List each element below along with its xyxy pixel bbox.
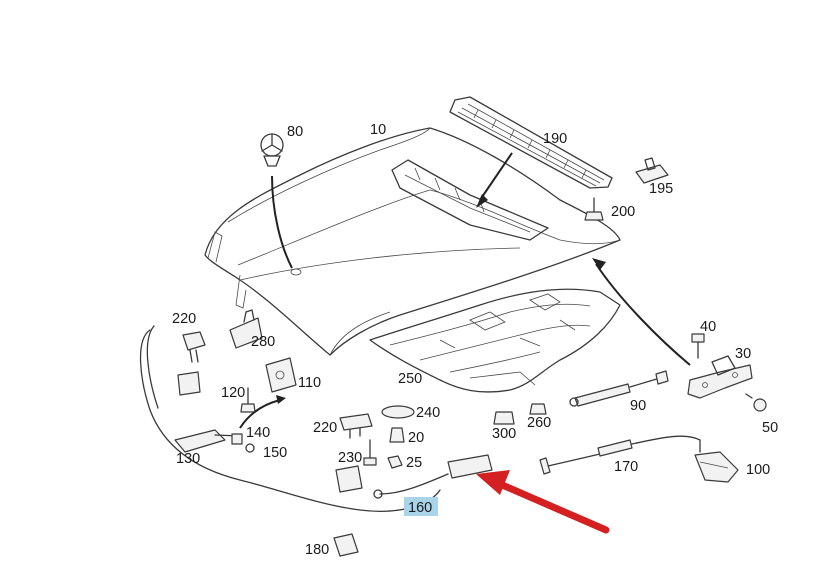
- label-120: 120: [221, 385, 245, 401]
- highlight-box: [404, 497, 438, 516]
- label-230: 230: [338, 450, 362, 466]
- label-180: 180: [305, 542, 329, 558]
- cable-clip: [231, 433, 243, 445]
- clip-part: [635, 157, 669, 184]
- grille-vent: [449, 96, 613, 189]
- label-40: 40: [700, 319, 716, 335]
- label-240: 240: [416, 405, 440, 421]
- latch-180: [333, 533, 359, 557]
- bowden-cable: [139, 325, 441, 512]
- label-250: 250: [398, 371, 422, 387]
- label-130: 130: [176, 451, 200, 467]
- latch-lock-230-assembly: [335, 465, 363, 493]
- rubber-buffer-240: [381, 405, 415, 419]
- catch-220: [339, 413, 373, 439]
- label-280: 280: [251, 334, 275, 350]
- label-50: 50: [762, 420, 778, 436]
- red-pointer-arrow: [476, 470, 610, 534]
- clip-260: [529, 403, 547, 415]
- label-140: 140: [246, 425, 270, 441]
- hood-hinge: [687, 355, 753, 399]
- label-80: 80: [287, 124, 303, 140]
- label-300: 300: [492, 426, 516, 442]
- bracket-280: [229, 309, 263, 349]
- pin-230: [363, 439, 377, 466]
- label-195: 195: [649, 181, 673, 197]
- latch-bracket-left: [182, 331, 206, 363]
- nut-25: [387, 455, 403, 469]
- leader-arrowhead-grille: [476, 194, 488, 208]
- label-170: 170: [614, 459, 638, 475]
- label-150: 150: [263, 445, 287, 461]
- hood-insulation-mat: [369, 288, 621, 393]
- leader-arrow-grille: [479, 152, 513, 201]
- hinge-bolt: [691, 333, 705, 359]
- bolt-120: [240, 387, 256, 413]
- label-30: 30: [735, 346, 751, 362]
- leader-arrow-lock: [239, 399, 281, 429]
- hood-panel: [204, 127, 621, 356]
- label-90: 90: [630, 398, 646, 414]
- label-190: 190: [543, 131, 567, 147]
- leader-arrowhead-hinge: [592, 258, 606, 270]
- latch-180-small: [177, 371, 201, 396]
- clip-300: [493, 411, 515, 425]
- cable-bushing: [245, 443, 255, 453]
- buffer-20: [389, 427, 405, 443]
- label-220-center: 220: [313, 420, 337, 436]
- gas-strut: [569, 370, 669, 407]
- label-100: 100: [746, 462, 770, 478]
- leader-arrow-hinge: [595, 263, 691, 366]
- label-220-left: 220: [172, 311, 196, 327]
- release-handle: [694, 451, 739, 483]
- release-cable: [539, 435, 701, 475]
- label-160: 160: [408, 500, 432, 516]
- hinge-bolt-2: [745, 393, 767, 412]
- hood-star-emblem: [260, 133, 284, 167]
- lock-110: [265, 357, 297, 393]
- leader-arrow-emblem: [271, 175, 293, 269]
- label-25: 25: [406, 455, 422, 471]
- cable-end-part: [373, 454, 493, 499]
- label-10: 10: [370, 122, 386, 138]
- leader-arrowhead-lock: [276, 395, 286, 404]
- label-110: 110: [298, 375, 321, 391]
- label-20: 20: [408, 430, 424, 446]
- label-260: 260: [527, 415, 551, 431]
- screw-part: [584, 197, 604, 221]
- label-200: 200: [611, 204, 635, 220]
